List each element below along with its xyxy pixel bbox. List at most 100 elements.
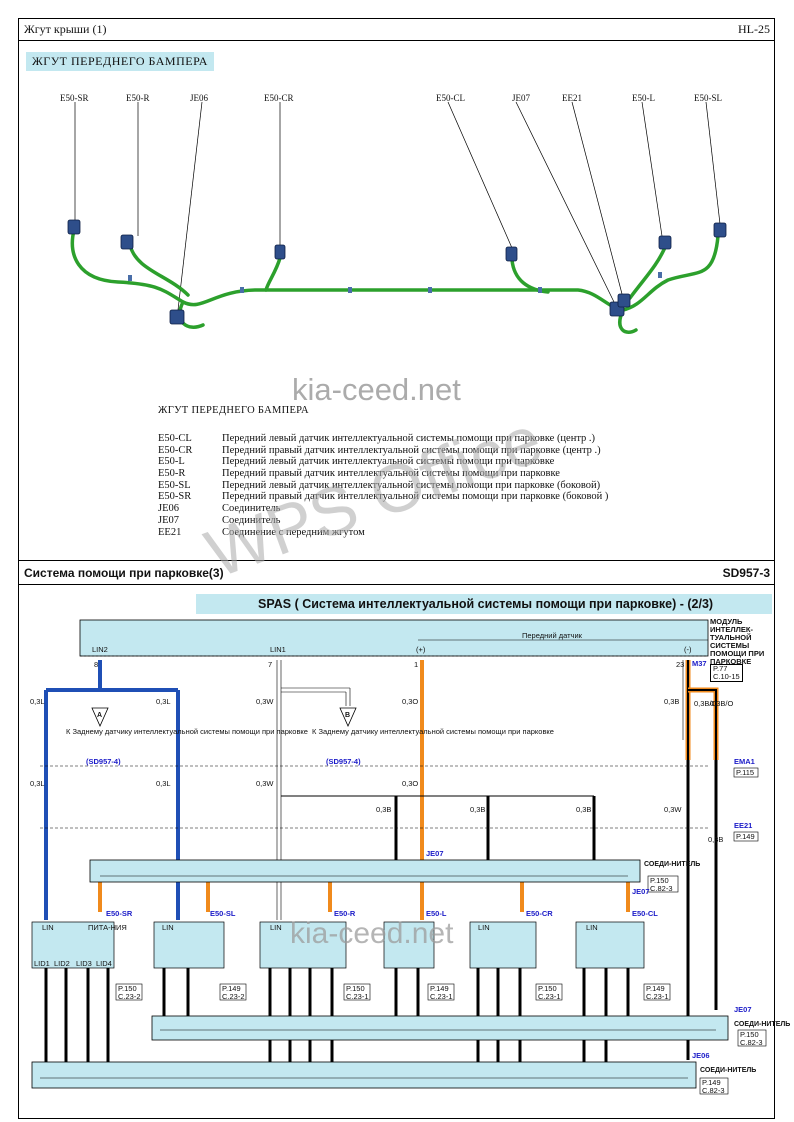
- sensor-ref-l-1: P.149: [430, 984, 449, 993]
- je07-connector-ref2: C.82-3: [740, 1038, 763, 1047]
- sensor-lid1: LID1: [34, 959, 50, 968]
- wire-label-ground: 0,3B/O: [694, 699, 718, 708]
- mid-connector: [89, 859, 641, 883]
- je06-connector-label: СОЕДИ-НИТЕЛЬ: [700, 1067, 756, 1074]
- sensor-pin-lin-3: LIN: [270, 923, 282, 932]
- harness-label-je07: JE07: [512, 93, 530, 103]
- legend-item: JE06 Соединитель: [158, 503, 608, 515]
- wire-label-black-2: 0,3B: [470, 805, 485, 814]
- legend-code: E50-L: [158, 456, 185, 468]
- page-number: HL-25: [738, 22, 770, 36]
- legend-desc: Соединитель: [222, 514, 281, 526]
- sensor-name-e50-cl: E50-CL: [632, 909, 658, 918]
- module-box: [79, 619, 709, 657]
- svg-text:A: A: [97, 712, 102, 719]
- legend-item: JE07 Соединитель: [158, 515, 608, 527]
- legend-desc: Передний правый датчик интеллектуальной …: [222, 491, 609, 503]
- ee21-ref: P.149: [736, 832, 755, 841]
- legend-item: E50-SL Передний левый датчик интеллектуал…: [158, 480, 608, 492]
- wire-label-white-r: 0,3W: [664, 805, 682, 814]
- wire-label-blue-r: 0,3L: [156, 697, 171, 706]
- wire-label-orange: 0,3O: [402, 697, 418, 706]
- module-ref-conn: C.10-15: [713, 672, 740, 681]
- system-title: Система помощи при парковке(3): [24, 566, 224, 580]
- sensor-boxes: [31, 921, 645, 969]
- harness-label-e50-cr: E50-CR: [264, 93, 294, 103]
- wire-label-b: 0,3B: [664, 697, 679, 706]
- sensor-ref-r-2: C.23-1: [346, 992, 369, 1001]
- legend-desc: Передний левый датчик интеллектуальной с…: [222, 479, 601, 491]
- ema1-ref: P.115: [736, 768, 754, 777]
- wire-label-blue-l: 0,3L: [30, 697, 45, 706]
- pin-lin2: LIN2: [92, 645, 108, 654]
- legend-desc: Соединитель: [222, 503, 281, 515]
- legend-code: E50-R: [158, 468, 186, 480]
- sensor-pin-lin-2: LIN: [162, 923, 174, 932]
- je07-top-label: JE07: [426, 849, 444, 858]
- wire-label-ground-2: 0,3B/O: [710, 699, 734, 708]
- legend-item: EE21 Соединение с передним жгутом: [158, 527, 608, 539]
- pin-num-7: 7: [268, 660, 272, 669]
- pin-num-23: 23: [676, 660, 684, 669]
- ref-a: A: [91, 707, 109, 727]
- page-header-title: Жгут крыши (1): [24, 22, 107, 36]
- je06-connector-name: JE06: [692, 1051, 710, 1060]
- sensor-pin-power-1: ПИТА-НИЯ: [88, 923, 127, 932]
- ref-b-text: К Заднему датчику интеллектуальной систе…: [312, 727, 554, 736]
- legend-code: E50-SL: [158, 479, 191, 491]
- pin-num-8: 8: [94, 660, 98, 669]
- harness-label-e50-r: E50-R: [126, 93, 150, 103]
- sensor-lid4: LID4: [96, 959, 112, 968]
- header-divider: [18, 40, 775, 41]
- watermark-site: kia-ceed.net: [292, 372, 461, 407]
- legend-code: JE07: [158, 514, 179, 526]
- legend-desc: Соединение с передним жгутом: [222, 526, 365, 538]
- legend-code: EE21: [158, 526, 182, 538]
- harness-label-e50-cl: E50-CL: [436, 93, 465, 103]
- je07-connector-label: СОЕДИ-НИТЕЛЬ: [734, 1021, 790, 1028]
- sensor-ref-cl-1: P.149: [646, 984, 665, 993]
- legend-item: E50-R Передний правый датчик интеллектуал…: [158, 468, 608, 480]
- section-label: ЖГУТ ПЕРЕДНЕГО БАМПЕРА: [26, 52, 214, 71]
- ref-a-ref: (SD957-4): [86, 757, 121, 766]
- je07-connector-name: JE07: [734, 1005, 752, 1014]
- wire-label-white-2: 0,3W: [256, 779, 274, 788]
- legend-desc: Передний левый датчик интеллектуальной с…: [222, 433, 596, 444]
- pin-num-1: 1: [414, 660, 418, 669]
- je06-connector-ref1: P.149: [702, 1078, 721, 1087]
- mid-connector-ref1: P.150: [650, 876, 669, 885]
- legend-desc: Передний правый датчик интеллектуальной …: [222, 468, 560, 480]
- harness-label-e50-sl: E50-SL: [694, 93, 722, 103]
- sensor-ref-sr-2: C.23-2: [118, 992, 141, 1001]
- ref-b: B: [339, 707, 357, 727]
- sensor-ref-cr-2: C.23-1: [538, 992, 561, 1001]
- legend-code: E50-SR: [158, 491, 192, 503]
- legend-code: JE06: [158, 503, 179, 515]
- sensor-ref-r-1: P.150: [346, 984, 365, 993]
- legend-code: E50-CR: [158, 444, 193, 456]
- harness-label-ee21: EE21: [562, 93, 582, 103]
- ground-wire: [685, 660, 719, 1060]
- mid-connector-ref2: C.82-3: [650, 884, 673, 893]
- legend-desc: Передний левый датчик интеллектуальной с…: [222, 456, 555, 468]
- wire-label-black-3: 0,3B: [576, 805, 591, 814]
- sensor-ref-l-2: C.23-1: [430, 992, 453, 1001]
- page-frame: [18, 18, 775, 1119]
- mid-connector-label: СОЕДИ-НИТЕЛЬ: [644, 861, 700, 868]
- ref-a-text: К Заднему датчику интеллектуальной систе…: [66, 727, 308, 736]
- sensor-name-e50-l: E50-L: [426, 909, 447, 918]
- harness-label-je06: JE06: [190, 93, 208, 103]
- bumper-harness-drawing: [67, 101, 727, 334]
- je06-connector: [31, 1061, 697, 1089]
- sensor-pin-lin-6: LIN: [586, 923, 598, 932]
- wire-label-orange-2: 0,3O: [402, 779, 418, 788]
- watermark-site-2: kia-ceed.net: [290, 917, 454, 950]
- sensor-name-e50-r: E50-R: [334, 909, 356, 918]
- harness-label-e50-l: E50-L: [632, 93, 655, 103]
